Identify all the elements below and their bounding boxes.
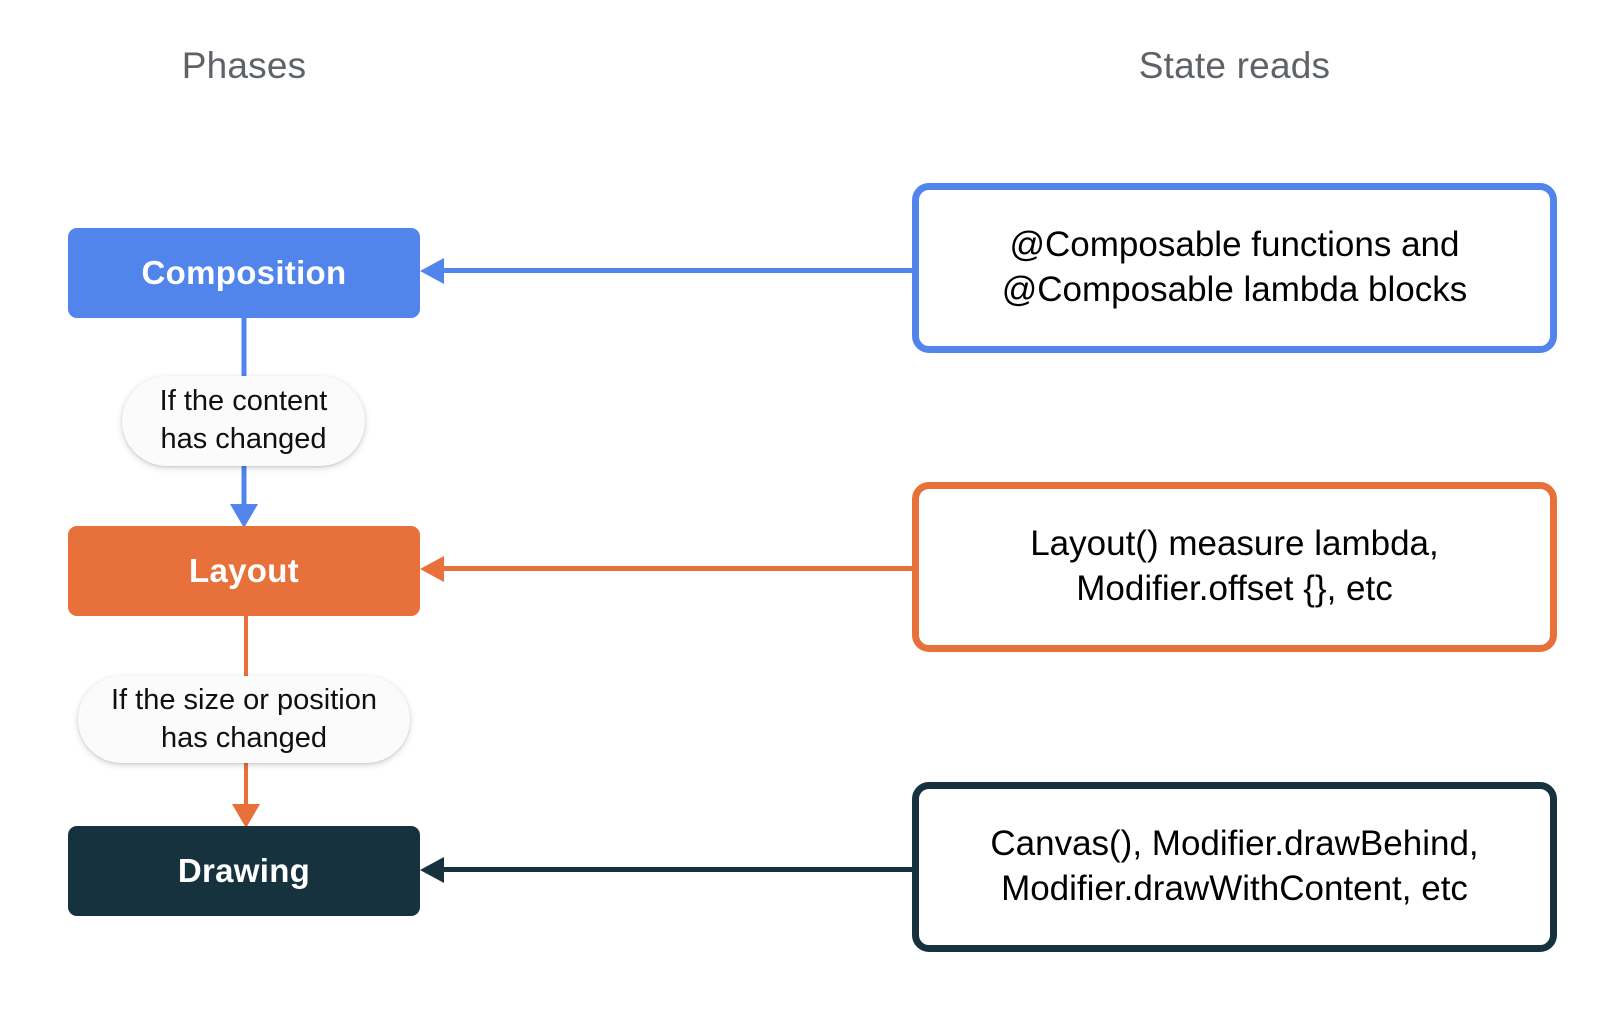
column-heading-phases: Phases xyxy=(181,45,307,86)
arrowhead-down-icon xyxy=(230,504,258,528)
arrow-drawing-state-reads xyxy=(420,857,913,883)
arrowhead-left-icon xyxy=(420,258,444,284)
arrow-line xyxy=(442,268,913,273)
state-reads-box-composition: @Composable functions and @Composable la… xyxy=(912,183,1557,353)
condition-pill-text: If the content has changed xyxy=(159,385,328,455)
phase-block-drawing[interactable]: Drawing xyxy=(68,826,420,916)
arrowhead-left-icon xyxy=(420,556,444,582)
state-reads-box-layout: Layout() measure lambda, Modifier.offset… xyxy=(912,482,1557,652)
condition-pill-content-changed: If the content has changed xyxy=(122,376,365,466)
state-reads-text-composition: @Composable functions and @Composable la… xyxy=(1001,225,1468,309)
condition-pill-text: If the size or position has changed xyxy=(111,683,377,754)
arrow-line xyxy=(442,867,913,872)
arrowhead-down-icon xyxy=(232,804,260,828)
condition-pill-size-position-changed: If the size or position has changed xyxy=(78,676,410,763)
state-reads-box-drawing: Canvas(), Modifier.drawBehind, Modifier.… xyxy=(912,782,1557,952)
arrowhead-left-icon xyxy=(420,857,444,883)
state-reads-text-layout: Layout() measure lambda, Modifier.offset… xyxy=(1030,524,1439,608)
phase-block-layout[interactable]: Layout xyxy=(68,526,420,616)
column-heading-state-reads: State reads xyxy=(1138,45,1331,86)
arrow-composition-state-reads xyxy=(420,258,913,284)
arrow-line xyxy=(442,566,913,571)
state-reads-text-drawing: Canvas(), Modifier.drawBehind, Modifier.… xyxy=(990,824,1479,908)
phase-block-composition[interactable]: Composition xyxy=(68,228,420,318)
arrow-layout-state-reads xyxy=(420,556,913,582)
